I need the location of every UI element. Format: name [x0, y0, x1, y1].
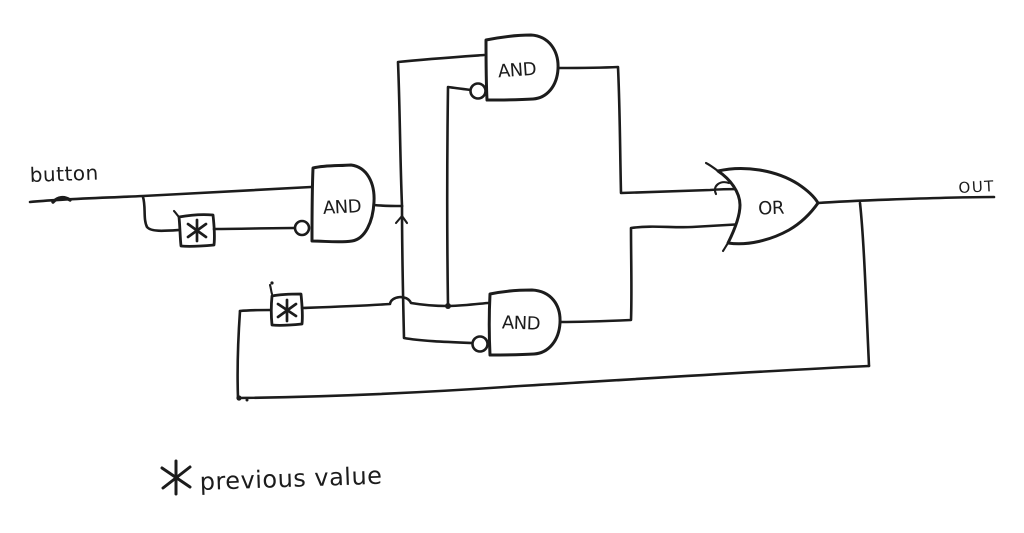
- box-output-wire-with-hop: [300, 295, 490, 310]
- feedback-drop-wire: [858, 201, 871, 368]
- legend-text: previous value: [199, 462, 383, 496]
- and-gate-middle: AND: [293, 163, 404, 244]
- or-gate: OR: [704, 161, 820, 253]
- asterisk-icon: [186, 218, 208, 243]
- box-to-gate-wire: [212, 226, 296, 231]
- and-gate-body: [484, 33, 560, 102]
- box-input-wire: [238, 308, 273, 313]
- and-gate-body: [487, 288, 562, 357]
- feedback-bottom-wire: [236, 364, 871, 400]
- and-gate-label: AND: [497, 59, 537, 83]
- legend: previous value: [160, 459, 383, 496]
- wire-to-top-and: [396, 53, 486, 208]
- inverter-bubble: [469, 82, 487, 100]
- output-and-feedback: OUT: [236, 177, 996, 402]
- middle-vertical-wires: [394, 53, 486, 345]
- inverter-bubble: [293, 219, 311, 237]
- asterisk-icon: [160, 459, 192, 496]
- and-gate-top: AND: [469, 33, 743, 196]
- pen-dot: [245, 398, 249, 402]
- asterisk-icon: [276, 298, 298, 323]
- inverter-bubble: [471, 335, 489, 353]
- and-gate-label: AND: [502, 312, 541, 334]
- and-gate-bottom: AND: [471, 222, 746, 357]
- wire-to-bottom-and-inverted: [400, 204, 474, 345]
- gate-output-wire: [372, 203, 404, 208]
- corner-dot: [236, 395, 242, 401]
- or-gate-body: [716, 167, 820, 246]
- or-gate-label: OR: [758, 198, 784, 220]
- pen-tail: [704, 161, 720, 173]
- pen-tail: [268, 283, 274, 296]
- pen-dot: [270, 281, 274, 285]
- and-gate-label: AND: [322, 196, 361, 219]
- feedback-riser-wire: [236, 309, 242, 400]
- branch-wire-down: [141, 195, 181, 233]
- pen-blob: [51, 195, 72, 204]
- and-gate-body: [310, 163, 376, 244]
- button-wire: [28, 185, 313, 204]
- button-input: button: [28, 161, 313, 233]
- out-label: OUT: [958, 177, 995, 197]
- wire-top-and-inverted-input: [445, 85, 473, 308]
- button-label: button: [29, 161, 99, 187]
- output-wire: [816, 195, 996, 205]
- previous-value-box-bottom: [238, 281, 490, 327]
- previous-value-box-top: [172, 209, 296, 248]
- gate-output-wire: [556, 65, 743, 195]
- gate-output-wire: [558, 222, 746, 324]
- pen-hook: [713, 181, 731, 196]
